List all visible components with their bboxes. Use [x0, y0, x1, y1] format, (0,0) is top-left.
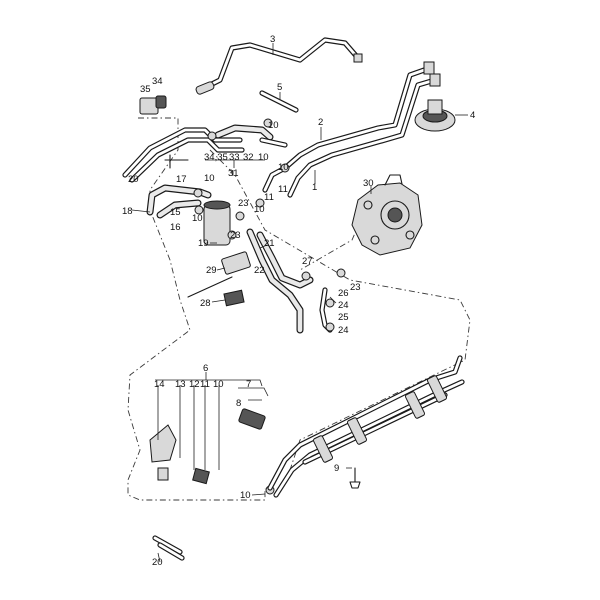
callout-12: 12	[189, 379, 200, 390]
callout-16: 16	[170, 222, 181, 233]
callout-22: 22	[254, 265, 265, 276]
callout-20-lower: 20	[152, 557, 163, 568]
pipe-bundle-20-lower[interactable]	[152, 535, 185, 561]
callout-11-pipe: 11	[278, 184, 288, 195]
callout-5: 5	[277, 82, 282, 93]
callout-10-filter: 10	[204, 173, 215, 184]
callout-34: 34	[152, 76, 163, 87]
fuel-filter-19[interactable]	[203, 200, 231, 246]
callout-23-top: 23	[238, 198, 249, 209]
callout-13: 13	[175, 379, 186, 390]
filter-hoses-15-17[interactable]	[146, 184, 212, 219]
callout-labels: 3 5 2 1 4 30 34 35 10 34,35 33 32 10 31 …	[122, 34, 475, 568]
pipe-bundle-20-upper[interactable]	[122, 127, 245, 183]
callout-35: 35	[140, 84, 151, 95]
callout-31: 31	[228, 168, 239, 179]
callout-21: 21	[264, 238, 275, 249]
callout-27: 27	[302, 256, 313, 267]
callout-10-rack: 10	[213, 379, 224, 390]
callout-14: 14	[154, 379, 165, 390]
callout-30: 30	[363, 178, 374, 189]
hoses-21-22[interactable]	[246, 228, 314, 334]
routing-outline	[127, 117, 471, 501]
flange-4[interactable]	[414, 99, 456, 132]
bracket-28[interactable]	[223, 289, 245, 307]
callout-28: 28	[200, 298, 211, 309]
callout-20-upper: 20	[128, 174, 139, 185]
callout-10-filter-lower: 10	[192, 213, 203, 224]
callout-17: 17	[176, 174, 187, 185]
callout-15: 15	[170, 207, 181, 218]
fittings-23-27[interactable]	[227, 211, 346, 333]
pipes-1-2[interactable]	[262, 61, 441, 198]
callout-8: 8	[236, 398, 241, 409]
callout-11-rack: 11	[200, 379, 210, 390]
callout-32: 32	[243, 152, 254, 163]
hose-assembly-31[interactable]	[214, 124, 288, 148]
callout-11-hose: 11	[264, 192, 274, 203]
high-pressure-pump-30[interactable]	[351, 174, 423, 256]
callout-24-upper: 24	[338, 300, 349, 311]
callout-6: 6	[203, 363, 208, 374]
clip-rod-5[interactable]	[259, 90, 299, 113]
callout-3: 3	[270, 34, 275, 45]
callout-24-lower: 24	[338, 325, 349, 336]
callout-10-bottom: 10	[240, 490, 251, 501]
callout-10-top: 10	[268, 120, 279, 131]
callout-29: 29	[206, 265, 217, 276]
connector-34-35[interactable]	[139, 95, 167, 115]
callout-1: 1	[312, 182, 317, 193]
callout-23-right: 23	[350, 282, 361, 293]
leader-lines	[131, 43, 468, 563]
callout-4: 4	[470, 110, 475, 121]
callout-10-hose-lower: 10	[254, 204, 265, 215]
callout-18: 18	[122, 206, 133, 217]
callout-10-pipe: 10	[278, 162, 289, 173]
callout-23-mid: 23	[230, 230, 241, 241]
callout-10-hose: 10	[258, 152, 269, 163]
callout-25: 25	[338, 312, 349, 323]
module-29[interactable]	[187, 251, 251, 298]
callout-7: 7	[246, 379, 251, 390]
brackets-8-14[interactable]	[149, 408, 361, 489]
callout-26: 26	[338, 288, 349, 299]
pipe-3[interactable]	[195, 37, 363, 95]
main-pipe-rack-6[interactable]	[267, 355, 465, 498]
callout-19: 19	[198, 238, 209, 249]
callout-2: 2	[318, 117, 323, 128]
callout-34-35: 34,35	[204, 152, 228, 163]
callout-33: 33	[229, 152, 240, 163]
callout-9: 9	[334, 463, 339, 474]
